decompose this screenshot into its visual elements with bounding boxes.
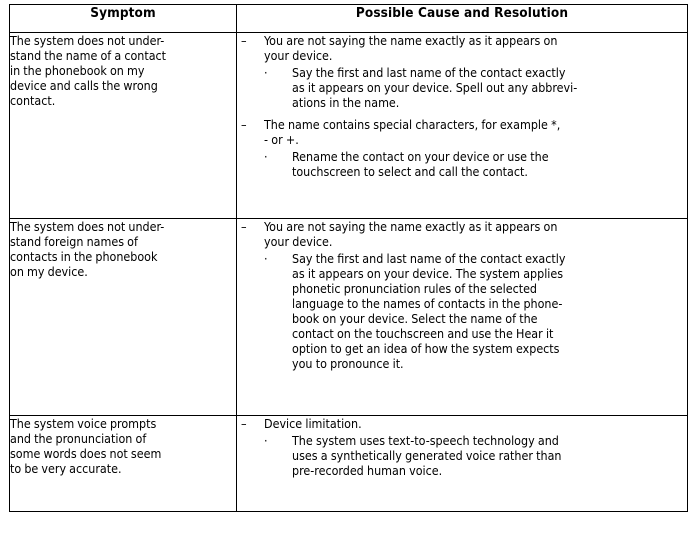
dash-marker-icon: – — [241, 219, 247, 234]
cause-primary-text: You are not saying the name exactly as i… — [264, 33, 558, 63]
cause-cell: – Device limitation. · The system uses t… — [236, 415, 688, 512]
resolution-list: · Rename the contact on your device or u… — [264, 149, 687, 179]
table-body: The system does not under- stand the nam… — [9, 32, 688, 512]
table-row: The system does not under- stand foreign… — [9, 218, 688, 416]
resolution-text: Rename the contact on your device or use… — [292, 149, 549, 179]
bullet-dot-icon: · — [264, 251, 268, 266]
symptom-cell: The system does not under- stand foreign… — [9, 218, 237, 416]
cause-item: – The name contains special characters, … — [237, 117, 687, 179]
dash-marker-icon: – — [241, 117, 247, 132]
troubleshooting-table: Symptom Possible Cause and Resolution Th… — [9, 4, 688, 512]
resolution-list: · The system uses text-to-speech technol… — [264, 433, 687, 478]
symptom-cell: The system voice prompts and the pronunc… — [9, 415, 237, 512]
bullet-dot-icon: · — [264, 149, 268, 164]
resolution-item: · Say the first and last name of the con… — [264, 65, 687, 110]
cause-primary-text: The name contains special characters, fo… — [264, 117, 561, 147]
resolution-item: · Rename the contact on your device or u… — [264, 149, 687, 179]
resolution-text: Say the first and last name of the conta… — [292, 65, 578, 110]
cause-primary-text: Device limitation. — [264, 416, 362, 431]
table-row: The system voice prompts and the pronunc… — [9, 415, 688, 512]
table-header: Symptom Possible Cause and Resolution — [9, 4, 688, 33]
column-header-cause: Possible Cause and Resolution — [236, 4, 688, 33]
cause-item: – You are not saying the name exactly as… — [237, 219, 687, 371]
dash-marker-icon: – — [241, 33, 247, 48]
header-row: Symptom Possible Cause and Resolution — [9, 4, 688, 33]
cause-item: – Device limitation. · The system uses t… — [237, 416, 687, 478]
column-header-symptom: Symptom — [9, 4, 237, 33]
symptom-text: The system does not under- stand the nam… — [10, 33, 167, 108]
cause-list: – Device limitation. · The system uses t… — [237, 416, 687, 478]
table-row: The system does not under- stand the nam… — [9, 32, 688, 219]
resolution-list: · Say the first and last name of the con… — [264, 251, 687, 371]
resolution-item: · Say the first and last name of the con… — [264, 251, 687, 371]
symptom-text: The system does not under- stand foreign… — [10, 219, 165, 279]
bullet-dot-icon: · — [264, 433, 268, 448]
bullet-dot-icon: · — [264, 65, 268, 80]
cause-list: – You are not saying the name exactly as… — [237, 33, 687, 179]
dash-marker-icon: – — [241, 416, 247, 431]
cause-item: – You are not saying the name exactly as… — [237, 33, 687, 110]
resolution-text: The system uses text-to-speech technolog… — [292, 433, 562, 478]
resolution-item: · The system uses text-to-speech technol… — [264, 433, 687, 478]
cause-primary-text: You are not saying the name exactly as i… — [264, 219, 558, 249]
resolution-list: · Say the first and last name of the con… — [264, 65, 687, 110]
cause-list: – You are not saying the name exactly as… — [237, 219, 687, 371]
resolution-text: Say the first and last name of the conta… — [292, 251, 566, 371]
cause-cell: – You are not saying the name exactly as… — [236, 218, 688, 416]
symptom-text: The system voice prompts and the pronunc… — [10, 416, 162, 476]
symptom-cell: The system does not under- stand the nam… — [9, 32, 237, 219]
cause-cell: – You are not saying the name exactly as… — [236, 32, 688, 219]
